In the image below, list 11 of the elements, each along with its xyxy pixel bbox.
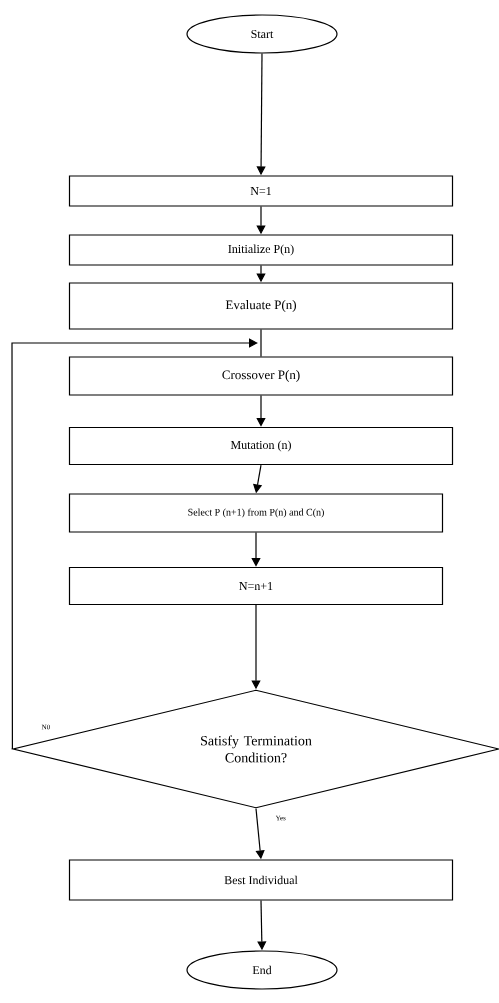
arrow (11, 338, 258, 750)
process-box: Mutation (n) (68, 426, 454, 466)
process-box: Select P (n+1) from P(n) and C(n) (68, 493, 444, 533)
arrow (256, 395, 266, 427)
process-box: Evaluate P(n) (68, 282, 454, 330)
process-box: Crossover P(n) (68, 356, 454, 396)
process-box: Initialize P(n) (68, 234, 454, 266)
process-box: N=n+1 (68, 566, 444, 606)
process-box: Best Individual (68, 859, 454, 901)
arrow (251, 532, 261, 567)
process-box: N=1 (68, 175, 454, 207)
